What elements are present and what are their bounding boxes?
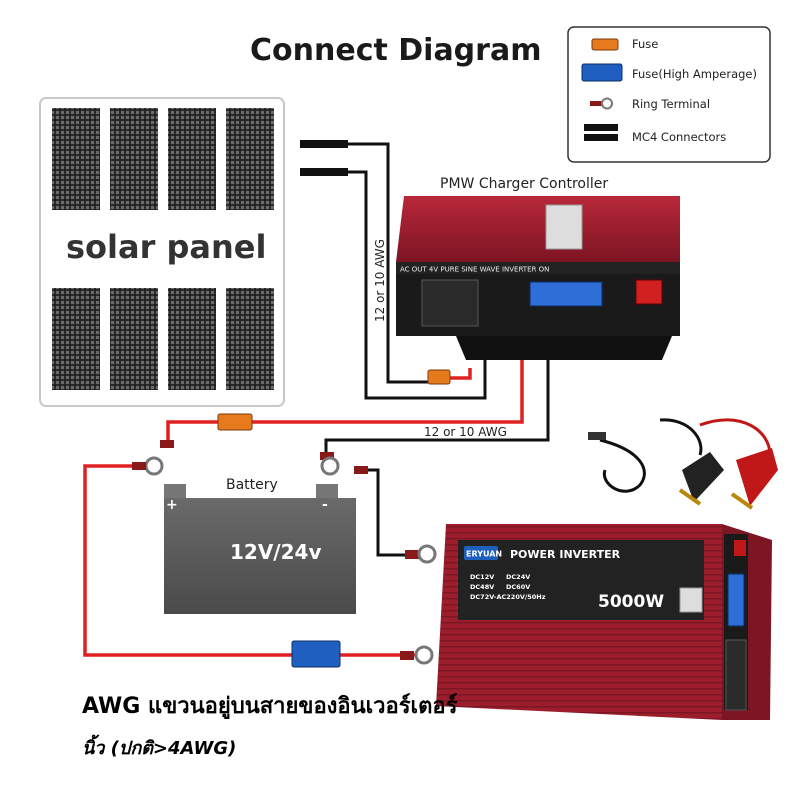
controller-power-switch xyxy=(635,279,663,305)
controller-fuse xyxy=(427,369,451,385)
legend-label-high-amp-fuse: Fuse(High Amperage) xyxy=(632,67,757,81)
wire-gauge-label-horizontal: 12 or 10 AWG xyxy=(424,425,507,439)
power-inverter: ERYUAN POWER INVERTER DC12V DC24V DC48V … xyxy=(436,524,772,720)
inverter-spec-4: DC60V xyxy=(506,583,530,591)
legend-label-mc4: MC4 Connectors xyxy=(632,130,726,144)
battery: Battery + - 12V/24v xyxy=(164,477,356,614)
battery-fuse xyxy=(217,413,253,431)
controller-ac-socket xyxy=(421,279,479,327)
legend-item-ring-terminal: Ring Terminal xyxy=(590,97,710,111)
legend-item-high-amp-fuse: Fuse(High Amperage) xyxy=(581,63,757,82)
inverter-lcd xyxy=(727,573,745,627)
inverter-power: 5000W xyxy=(598,592,664,612)
mc4-connector-icon xyxy=(584,124,618,131)
battery-label: Battery xyxy=(226,477,278,493)
high-amperage-fuse-icon xyxy=(581,63,623,82)
legend-label-fuse: Fuse xyxy=(632,37,658,51)
caption-line-1: AWG แขวนอยู่บนสายของอินเวอร์เตอร์ xyxy=(82,694,458,719)
legend-item-mc4: MC4 Connectors xyxy=(584,124,726,144)
solar-panel: solar panel xyxy=(39,97,285,407)
inverter-spec-1: DC12V xyxy=(470,573,494,581)
clamp-cables xyxy=(588,418,778,510)
inverter-title: POWER INVERTER xyxy=(510,548,621,561)
battery-plus: + xyxy=(166,497,178,513)
controller-panel-text: AC OUT 4V PURE SINE WAVE INVERTER ON xyxy=(400,266,549,274)
battery-minus: - xyxy=(322,497,328,513)
legend: Fuse Fuse(High Amperage) Ring Terminal M… xyxy=(567,26,771,163)
caption-line-2: นิ้ว (ปกติ>4AWG) xyxy=(82,738,237,759)
controller-lcd xyxy=(529,281,603,307)
negative-wires xyxy=(324,142,550,557)
inverter-power-switch xyxy=(734,540,746,556)
inverter-spec-3: DC48V xyxy=(470,583,494,591)
battery-voltage: 12V/24v xyxy=(230,540,321,564)
ring-terminal-icon xyxy=(590,101,602,106)
solar-panel-label: solar panel xyxy=(66,228,266,266)
fuse-icon xyxy=(591,38,619,51)
inverter-high-amp-fuse xyxy=(291,640,341,668)
wire-gauge-label-vertical: 12 or 10 AWG xyxy=(373,239,387,322)
mc4-connectors xyxy=(300,140,348,176)
legend-label-ring-terminal: Ring Terminal xyxy=(632,97,710,111)
ring-terminals xyxy=(132,440,437,665)
legend-box xyxy=(567,26,771,163)
charger-controller: PMW Charger Controller AC OUT 4V PURE SI… xyxy=(396,176,680,360)
inverter-ac-socket xyxy=(725,639,747,711)
inverter-spec-2: DC24V xyxy=(506,573,530,581)
diagram-title: Connect Diagram xyxy=(250,33,541,68)
controller-label: PMW Charger Controller xyxy=(440,176,608,192)
legend-item-fuse: Fuse xyxy=(591,37,658,51)
inverter-brand: ERYUAN xyxy=(466,550,502,559)
inverter-spec-5: DC72V-AC220V/50Hz xyxy=(470,593,546,601)
